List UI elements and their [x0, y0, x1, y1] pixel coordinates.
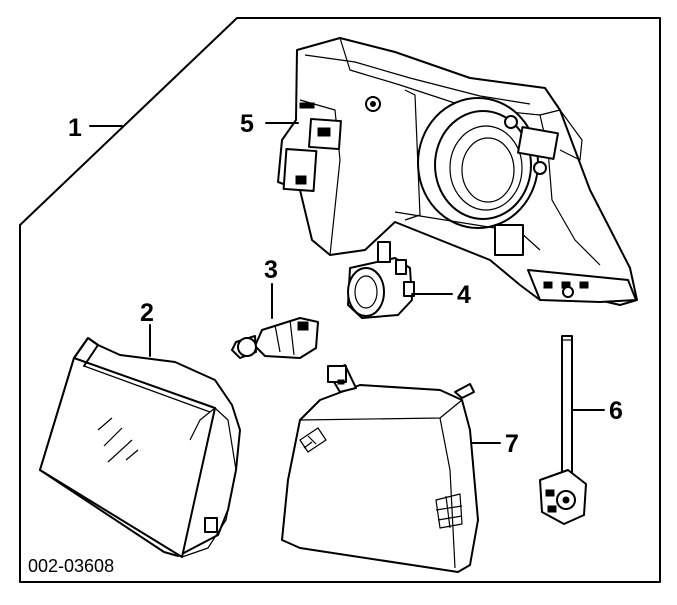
assembly-boundary-frame: [19, 17, 661, 583]
part-code: 002-03608: [28, 556, 114, 576]
callout-7: 7: [505, 430, 519, 458]
headlamp-adjuster: [539, 335, 587, 525]
callout-4: 4: [457, 281, 471, 309]
callout-2: 2: [140, 299, 154, 327]
bulb-socket: [347, 241, 415, 319]
callout-3: 3: [264, 256, 278, 284]
headlamp-lens: [39, 337, 241, 558]
corner-lamp: [281, 364, 479, 573]
headlamp-housing: [277, 37, 638, 306]
callout-5: 5: [240, 110, 254, 138]
headlamp-bulb: [231, 317, 319, 359]
callout-6: 6: [609, 397, 623, 425]
callout-1: 1: [68, 114, 82, 142]
